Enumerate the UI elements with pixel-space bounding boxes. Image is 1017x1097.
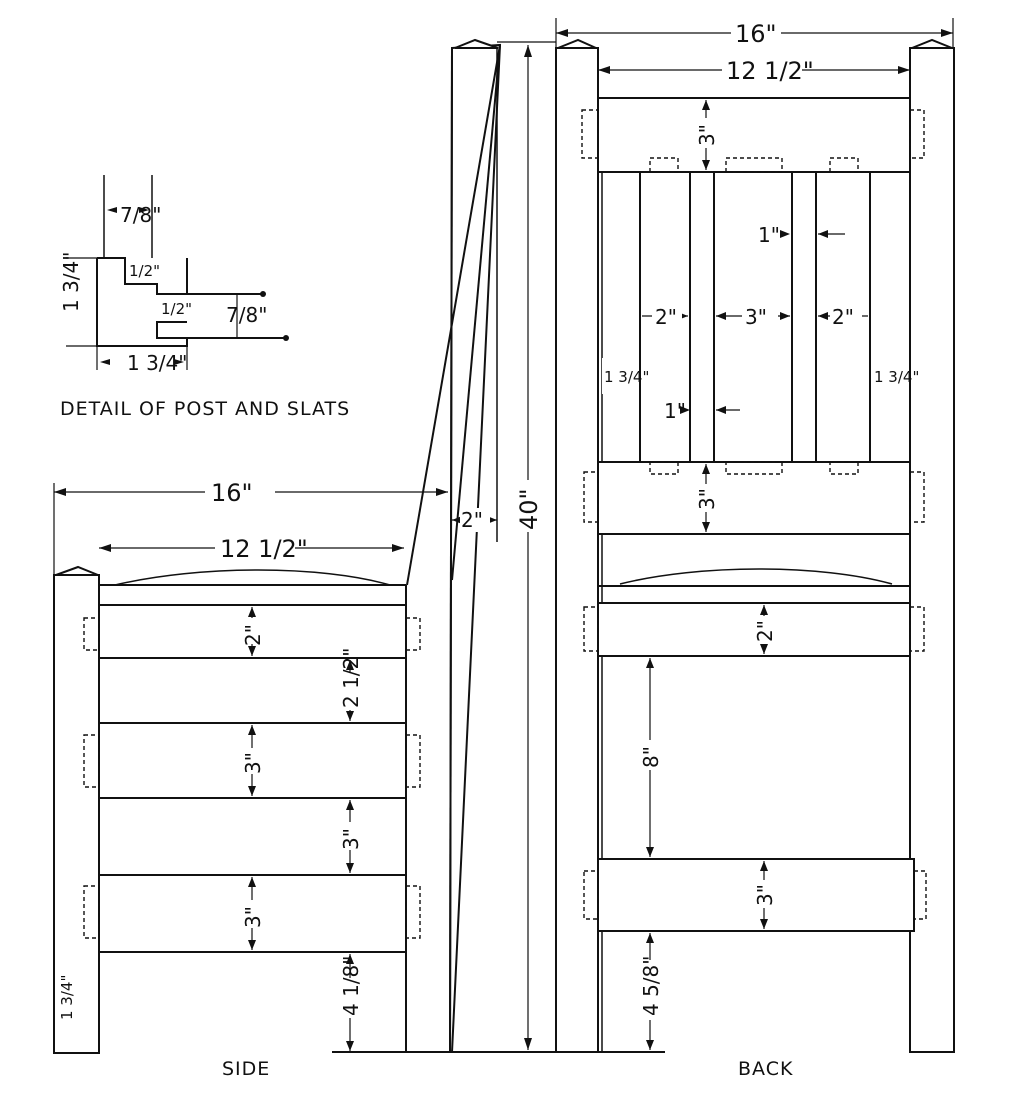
back-gap: 8"	[639, 746, 663, 768]
detail-dim-left: 1 3/4"	[59, 252, 83, 312]
detail-dim-right: 7/8"	[226, 303, 267, 327]
back-caption: BACK	[738, 1058, 793, 1080]
detail-dim-top: 7/8"	[120, 203, 161, 227]
back-slat-wide-b: 2"	[832, 305, 854, 329]
back-seat-rail: 2"	[753, 620, 777, 642]
side-caption: SIDE	[222, 1058, 270, 1080]
side-rail-3: 3"	[241, 906, 265, 928]
back-slat-thin-a: 1"	[758, 223, 780, 247]
side-rail-1: 2"	[241, 624, 265, 646]
back-bottom-rail: 3"	[753, 884, 777, 906]
side-view: 16" 12 1/2" 2"	[53, 478, 448, 1080]
detail-dim-bottom: 1 3/4"	[127, 351, 187, 375]
back-top-rail: 3"	[695, 124, 719, 146]
side-gap-1: 2 1/2"	[339, 648, 363, 708]
detail-dim-notch: 1/2"	[129, 262, 160, 280]
center-elevation: 40" 2"	[332, 38, 665, 1053]
back-slat-wide-a: 2"	[655, 305, 677, 329]
detail-post-and-slats: 7/8" 1/2" 1/2" 1 3/4" 7/8" 1 3/4" DETAIL…	[59, 175, 350, 420]
side-post: 1 3/4"	[58, 975, 76, 1020]
side-width-total: 16"	[211, 479, 253, 507]
detail-dim-notch-lower: 1/2"	[161, 300, 192, 318]
back-width-inner: 12 1/2"	[726, 57, 814, 85]
back-bottom: 4 5/8"	[639, 956, 663, 1016]
back-lower-rail: 3"	[695, 488, 719, 510]
back-slat-center: 3"	[745, 305, 767, 329]
detail-caption: DETAIL OF POST AND SLATS	[60, 398, 350, 420]
back-view: 16" 12 1/2" 3" 1"	[555, 18, 955, 1080]
back-slat-thin-b: 1"	[664, 399, 686, 423]
back-edge-left: 1 3/4"	[604, 368, 649, 386]
side-bottom: 4 1/8"	[339, 956, 363, 1016]
center-height: 40"	[515, 488, 543, 530]
back-width-total: 16"	[735, 20, 777, 48]
side-gap-2: 3"	[339, 828, 363, 850]
side-rail-2: 3"	[241, 752, 265, 774]
side-width-inner: 12 1/2"	[220, 535, 308, 563]
back-edge-right: 1 3/4"	[874, 368, 919, 386]
center-offset: 2"	[461, 508, 483, 532]
